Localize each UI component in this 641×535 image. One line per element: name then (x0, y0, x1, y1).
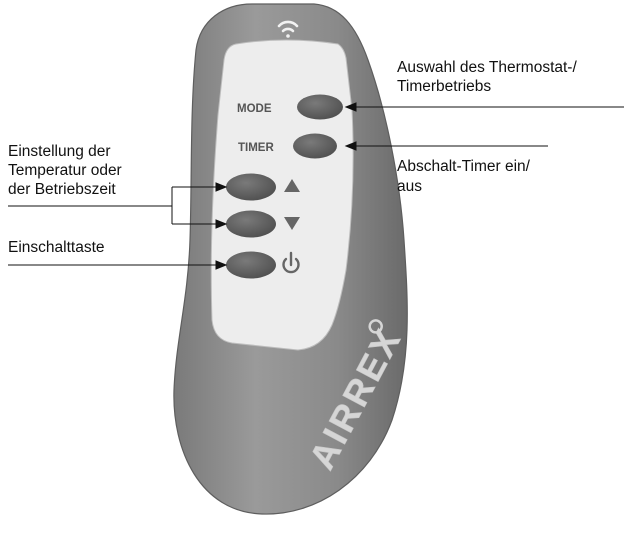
timer-button-label: TIMER (238, 142, 274, 154)
power-button[interactable] (226, 252, 276, 279)
timer-annotation-line2: aus (397, 177, 422, 196)
down-button[interactable] (226, 211, 276, 238)
mode-annotation-line2: Timerbetriebs (397, 77, 491, 96)
power-annotation-line1: Einschalttaste (8, 238, 105, 257)
timer-button[interactable] (293, 134, 337, 159)
adjust-annotation-line1: Einstellung der (8, 142, 111, 161)
adjust-annotation-line3: der Betriebszeit (8, 180, 116, 199)
adjust-annotation-line2: Temperatur oder (8, 161, 122, 180)
mode-annotation-line1: Auswahl des Thermostat-/ (397, 58, 577, 77)
timer-annotation-line1: Abschalt-Timer ein/ (397, 157, 530, 176)
up-button[interactable] (226, 174, 276, 201)
mode-button-label: MODE (237, 103, 272, 115)
mode-button[interactable] (297, 95, 343, 120)
